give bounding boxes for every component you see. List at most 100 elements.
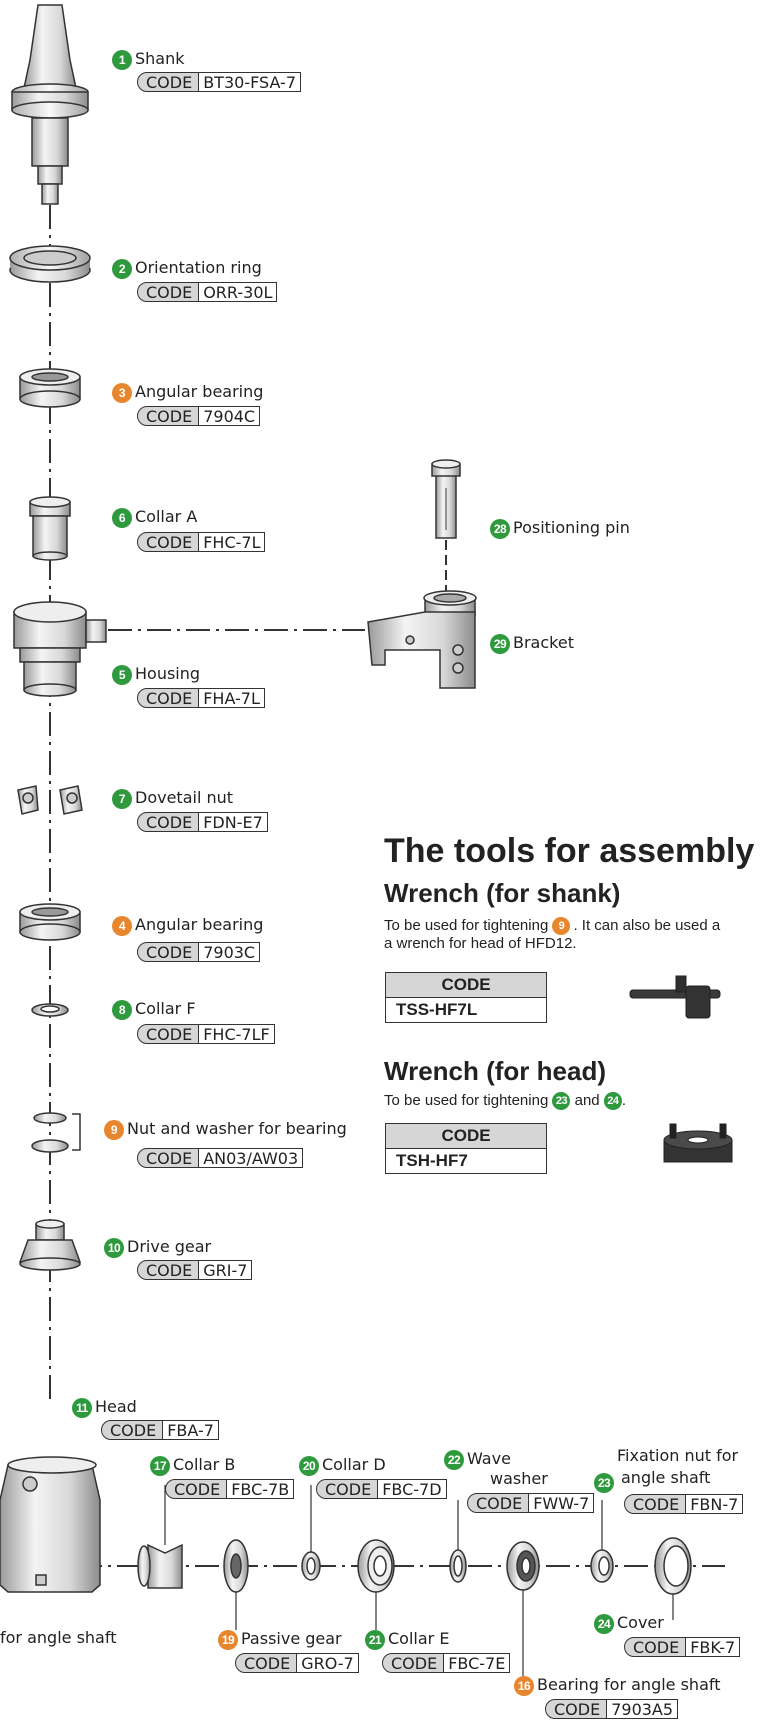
part-label-wave-washer-line2: washer — [490, 1469, 548, 1488]
shank-wrench-code-table: CODE TSS-HF7L — [385, 972, 547, 1023]
head-wrench-title: Wrench (for head) — [384, 1056, 606, 1086]
angular-bearing-1-drawing — [19, 368, 81, 408]
nut-washer-drawing — [31, 1112, 81, 1153]
head-wrench-image — [663, 1123, 733, 1163]
part-number-badge: 21 — [365, 1629, 385, 1650]
shank-wrench-description: To be used for tightening 9. It can also… — [384, 917, 721, 953]
collar-f-drawing — [31, 1003, 69, 1017]
part-number-badge: 3 — [112, 382, 132, 403]
shank-drawing — [11, 4, 89, 205]
housing-drawing — [13, 601, 107, 697]
collar-d-drawing — [301, 1551, 321, 1581]
part-number-badge: 23 — [552, 1092, 571, 1111]
collar-e-drawing — [357, 1539, 395, 1593]
code-value: TSH-HF7 — [385, 1148, 547, 1174]
part-number-badge: 1 — [112, 49, 132, 70]
code-header: CODE — [385, 972, 547, 998]
part-label-fixation-nut: 23Fixation nut for — [594, 1446, 738, 1493]
part-number-badge: 7 — [112, 788, 132, 809]
head-wrench-description: To be used for tightening 23 and 24. — [384, 1092, 626, 1111]
part-number-badge: 5 — [112, 664, 132, 685]
head-wrench-code-table: CODE TSH-HF7 — [385, 1123, 547, 1174]
cover-drawing — [654, 1537, 692, 1595]
code-value: TSS-HF7L — [385, 997, 547, 1023]
orientation-ring-drawing — [9, 245, 91, 283]
collar-a-drawing — [29, 496, 71, 561]
collar-b-drawing — [137, 1543, 183, 1589]
part-number-badge: 20 — [299, 1455, 319, 1476]
angular-bearing-2-drawing — [19, 903, 81, 941]
tools-title: The tools for assembly — [384, 832, 755, 870]
part-number-badge: 9 — [552, 917, 571, 936]
leader-lines — [164, 1485, 674, 1690]
part-number-badge: 9 — [104, 1119, 124, 1140]
part-number-badge: 8 — [112, 999, 132, 1020]
passive-gear-drawing — [223, 1539, 249, 1593]
part-number-badge: 2 — [112, 258, 132, 279]
part-number-badge: 24 — [603, 1092, 622, 1111]
part-number-badge: 6 — [112, 507, 132, 528]
part-number-badge: 17 — [150, 1455, 170, 1476]
code-header: CODE — [385, 1123, 547, 1149]
bracket-drawing — [367, 590, 477, 689]
head-drawing — [0, 1456, 101, 1593]
shank-wrench-image — [629, 975, 721, 1019]
dovetail-nut-drawing — [17, 785, 83, 815]
part-number-badge: 11 — [72, 1397, 92, 1418]
bearing-angle-shaft-drawing — [506, 1541, 540, 1591]
cut-off-label: for angle shaft — [0, 1628, 117, 1647]
part-number-badge: 23 — [594, 1473, 614, 1493]
part-label-fixation-nut-line2: angle shaft — [621, 1468, 711, 1487]
part-number-badge: 4 — [112, 915, 132, 936]
part-number-badge: 22 — [444, 1449, 464, 1470]
part-number-badge: 24 — [594, 1613, 614, 1634]
part-number-badge: 28 — [490, 518, 510, 539]
part-number-badge: 10 — [104, 1237, 124, 1258]
positioning-pin-drawing — [431, 459, 461, 539]
fixation-nut-drawing — [590, 1549, 614, 1583]
wave-washer-drawing — [449, 1549, 467, 1583]
part-number-badge: 29 — [490, 633, 510, 654]
part-number-badge: 19 — [218, 1629, 238, 1650]
shank-wrench-title: Wrench (for shank) — [384, 878, 621, 908]
